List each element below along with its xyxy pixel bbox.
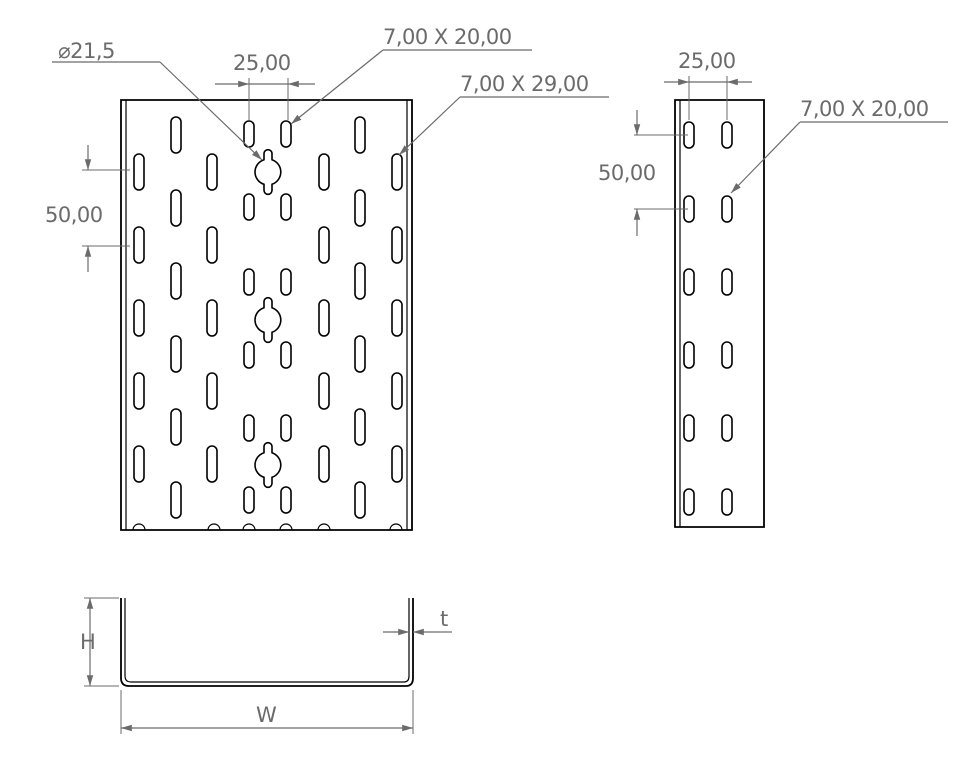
long-slot: [170, 189, 182, 227]
front-view: [120, 99, 413, 531]
long-slot: [206, 372, 218, 410]
short-slot: [243, 341, 255, 369]
thickness-label: t: [440, 607, 448, 631]
long-slot: [391, 226, 403, 264]
front-vertical-pitch-label: 50,00: [45, 203, 103, 227]
keyhole-hole: [254, 441, 282, 489]
side-view-outline: [674, 99, 765, 528]
short-slot: [280, 414, 292, 442]
side-dimensions: 25,00 7,00 X 20,00 50,00: [598, 49, 948, 236]
side-slots: [683, 121, 733, 516]
diameter-label: ⌀21,5: [58, 39, 115, 63]
side-slot: [683, 268, 695, 296]
long-slot: [206, 153, 218, 191]
long-slot: [318, 445, 330, 483]
long-slot: [170, 335, 182, 373]
side-slot: [721, 341, 733, 369]
section-view: [120, 598, 414, 687]
long-slot: [354, 262, 366, 300]
long-slot: [133, 372, 145, 410]
small-slot-label: 7,00 X 20,00: [383, 25, 512, 49]
bottom-notches: [132, 523, 403, 531]
short-slot: [243, 268, 255, 296]
long-slot: [354, 189, 366, 227]
long-slot: [206, 299, 218, 337]
side-slot: [721, 488, 733, 516]
long-slot: [170, 116, 182, 154]
height-label: H: [80, 630, 95, 654]
side-slot: [683, 341, 695, 369]
large-slot-label: 7,00 X 29,00: [460, 72, 589, 96]
long-slot: [354, 481, 366, 519]
side-slot: [683, 488, 695, 516]
long-slot: [391, 372, 403, 410]
short-slot: [280, 486, 292, 514]
long-slot: [318, 226, 330, 264]
long-slot: [354, 335, 366, 373]
long-slot: [170, 262, 182, 300]
long-slot: [133, 299, 145, 337]
side-view: [674, 99, 765, 528]
short-slot: [280, 268, 292, 296]
side-slot: [721, 268, 733, 296]
long-slot: [133, 445, 145, 483]
side-pitch-label: 25,00: [678, 49, 736, 73]
side-vertical-pitch-label: 50,00: [598, 161, 656, 185]
side-slot: [721, 195, 733, 223]
long-slot: [318, 153, 330, 191]
short-slot: [280, 341, 292, 369]
long-slot: [391, 153, 403, 191]
section-dimensions: H W t: [80, 597, 452, 734]
long-slot: [391, 445, 403, 483]
long-slot: [354, 116, 366, 154]
width-label: W: [256, 703, 277, 727]
long-slot: [170, 481, 182, 519]
side-slot: [683, 414, 695, 442]
long-slot: [133, 153, 145, 191]
channel-profile: [120, 598, 414, 687]
diameter-leader: [159, 61, 263, 161]
keyhole-holes: [254, 148, 282, 489]
side-slot: [721, 414, 733, 442]
short-slot: [280, 120, 292, 148]
long-slot: [391, 299, 403, 337]
keyhole-hole: [254, 148, 282, 196]
side-slot: [721, 121, 733, 149]
short-slot: [243, 486, 255, 514]
front-pitch-label: 25,00: [233, 51, 291, 75]
front-slots: [133, 116, 403, 519]
long-slot: [354, 408, 366, 446]
front-dimensions: ⌀21,5 25,00 7,00 X 20,00 7,00 X 29,00 50…: [45, 25, 609, 272]
keyhole-hole: [254, 296, 282, 344]
short-slot: [243, 193, 255, 221]
long-slot: [170, 408, 182, 446]
side-slot-label: 7,00 X 20,00: [800, 97, 929, 121]
long-slot: [318, 372, 330, 410]
short-slot: [280, 193, 292, 221]
long-slot: [133, 226, 145, 264]
long-slot: [318, 299, 330, 337]
front-view-outline: [120, 99, 413, 531]
long-slot: [206, 445, 218, 483]
long-slot: [206, 226, 218, 264]
short-slot: [243, 120, 255, 148]
short-slot: [243, 414, 255, 442]
